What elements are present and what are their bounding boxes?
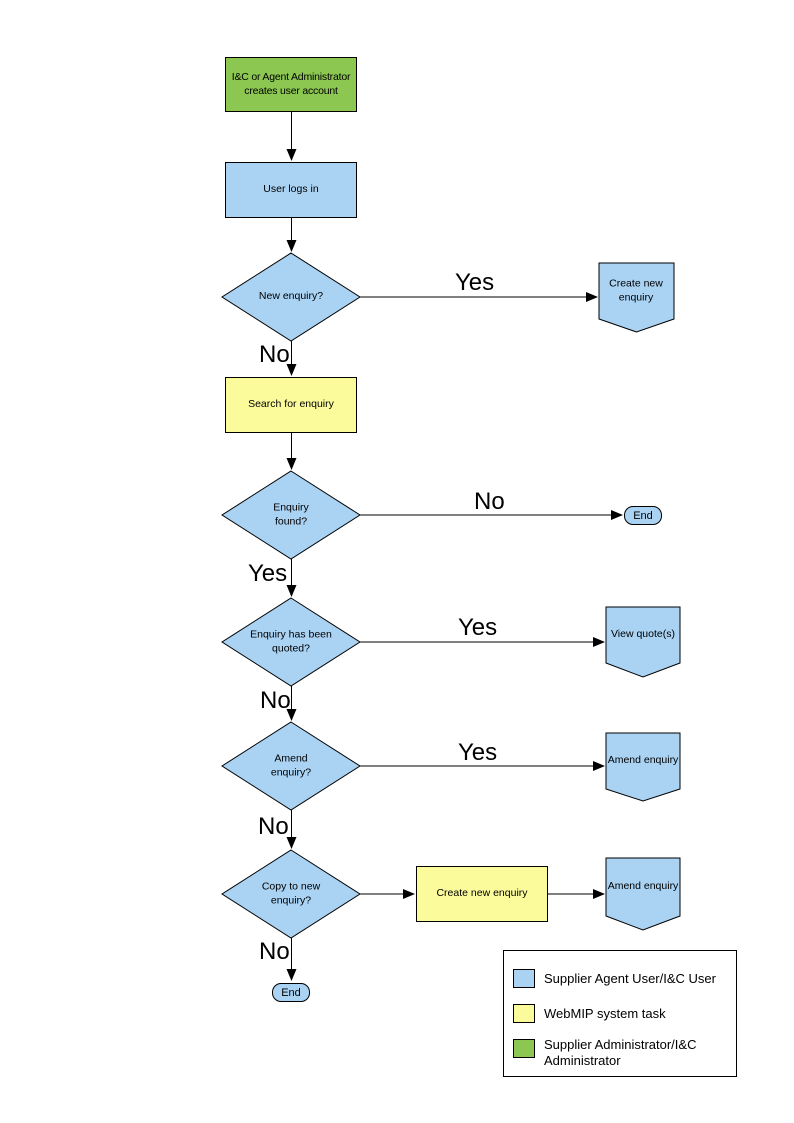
offpage-create-new-enquiry xyxy=(598,262,675,333)
legend-swatch-yellow xyxy=(513,1004,535,1023)
legend-swatch-blue xyxy=(513,969,535,988)
legend-swatch-green xyxy=(513,1039,535,1058)
decision-copy-to-new-label: Copy to new enquiry? xyxy=(261,880,321,906)
decision-enquiry-found xyxy=(221,470,361,560)
legend-label-green: Supplier Administrator/I&C Administrator xyxy=(544,1037,697,1069)
decision-enquiry-found-label: Enquiry found? xyxy=(273,501,309,527)
legend-label-blue: Supplier Agent User/I&C User xyxy=(544,971,716,986)
edge-label-new-enquiry-no: No xyxy=(259,341,290,368)
edge-label-enquiry-quoted-no: No xyxy=(260,687,291,714)
decision-enquiry-quoted xyxy=(221,597,361,687)
edge-label-copy-no: No xyxy=(259,938,290,965)
terminator-end-right: End xyxy=(624,506,662,525)
decision-new-enquiry xyxy=(221,252,361,342)
offpage-amend-enquiry-2-label: Amend enquiry xyxy=(607,880,679,893)
legend: Supplier Agent User/I&C User WebMIP syst… xyxy=(503,950,737,1077)
decision-new-enquiry-label: New enquiry? xyxy=(258,290,324,303)
offpage-view-quotes xyxy=(605,606,681,678)
flow-connectors xyxy=(286,112,623,981)
node-search-for-enquiry: Search for enquiry xyxy=(225,377,357,433)
offpage-amend-enquiry-2 xyxy=(605,857,681,931)
edge-label-enquiry-quoted-yes: Yes xyxy=(458,614,498,641)
offpage-create-new-enquiry-label: Create new enquiry xyxy=(609,277,663,303)
edge-label-amend-yes: Yes xyxy=(458,739,498,766)
edge-label-enquiry-found-yes: Yes xyxy=(248,560,288,587)
node-create-new-enquiry-task: Create new enquiry xyxy=(416,866,548,922)
offpage-amend-enquiry-1 xyxy=(605,732,681,802)
node-create-user-account: I&C or Agent Administrator creates user … xyxy=(225,57,357,112)
offpage-view-quotes-label: View quote(s) xyxy=(610,628,675,641)
edge-label-enquiry-found-no: No xyxy=(474,488,505,515)
terminator-end-bottom: End xyxy=(272,983,310,1002)
node-user-logs-in: User logs in xyxy=(225,162,357,218)
offpage-amend-enquiry-1-label: Amend enquiry xyxy=(607,754,679,767)
decision-amend-enquiry-label: Amend enquiry? xyxy=(270,752,312,778)
edge-label-amend-no: No xyxy=(258,813,289,840)
edge-label-new-enquiry-yes: Yes xyxy=(455,269,495,296)
decision-enquiry-quoted-label: Enquiry has been quoted? xyxy=(250,628,332,654)
decision-copy-to-new xyxy=(221,849,361,939)
legend-label-yellow: WebMIP system task xyxy=(544,1006,666,1021)
decision-amend-enquiry xyxy=(221,721,361,811)
